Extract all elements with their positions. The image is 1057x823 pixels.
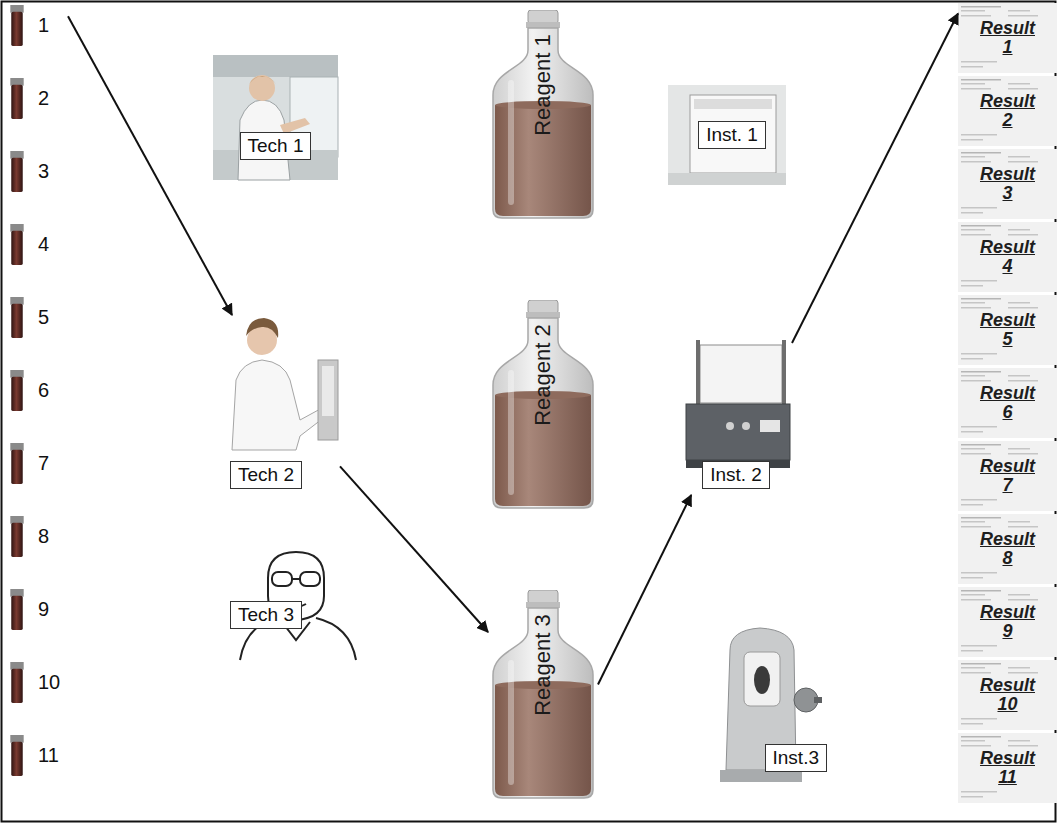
result-document: Result 3: [958, 149, 1057, 219]
result-document: Result 5: [958, 295, 1057, 365]
result-label: Result 7: [971, 457, 1045, 495]
sample-number: 6: [38, 380, 49, 400]
technician: Tech 1: [213, 55, 338, 180]
result-label: Result 1: [971, 19, 1045, 57]
result-document: Result 1: [958, 3, 1057, 73]
instrument: Inst. 1: [668, 85, 786, 185]
box-label: Inst.3: [765, 744, 827, 772]
sample-tube: 6: [8, 368, 68, 412]
sample-number: 7: [38, 453, 49, 473]
sample-number: 3: [38, 161, 49, 181]
result-document: Result 10: [958, 660, 1057, 730]
sample-tube: 2: [8, 76, 68, 120]
instrument: Inst.3: [718, 615, 827, 790]
sample-number: 9: [38, 599, 49, 619]
sample-number: 11: [38, 745, 59, 765]
reagent-bottle: Reagent 3: [488, 590, 598, 800]
reagent-bottle: Reagent 1: [488, 10, 598, 220]
result-label: Result 5: [971, 311, 1045, 349]
reagent-label: Reagent 2: [531, 324, 555, 426]
result-document: Result 4: [958, 222, 1057, 292]
sample-tube: 8: [8, 514, 68, 558]
instrument: Inst. 2: [680, 335, 792, 495]
sample-tube: 7: [8, 441, 68, 485]
sample-tube: 10: [8, 660, 68, 704]
result-label: Result 9: [971, 603, 1045, 641]
box-label: Tech 2: [230, 461, 302, 489]
sample-number: 1: [38, 15, 49, 35]
sample-tube: 9: [8, 587, 68, 631]
sample-tube: 1: [8, 3, 68, 47]
result-document: Result 11: [958, 733, 1057, 803]
sample-tube: 5: [8, 295, 68, 339]
result-document: Result 8: [958, 514, 1057, 584]
reagent-label: Reagent 1: [531, 34, 555, 136]
sample-tube: 4: [8, 222, 68, 266]
result-label: Result 11: [971, 749, 1045, 787]
sample-tube: 3: [8, 149, 68, 193]
reagent-label: Reagent 3: [531, 614, 555, 716]
flow-arrow: [792, 14, 958, 344]
box-label: Tech 1: [240, 132, 312, 160]
sample-number: 4: [38, 234, 49, 254]
sample-number: 8: [38, 526, 49, 546]
result-label: Result 4: [971, 238, 1045, 276]
result-label: Result 3: [971, 165, 1045, 203]
result-label: Result 10: [971, 676, 1045, 714]
reagent-bottle: Reagent 2: [488, 300, 598, 510]
sample-number: 2: [38, 88, 49, 108]
result-document: Result 6: [958, 368, 1057, 438]
box-label: Inst. 2: [702, 461, 770, 489]
sample-number: 10: [38, 672, 60, 692]
flow-arrow: [598, 495, 691, 685]
box-label: Tech 3: [230, 601, 302, 629]
technician: Tech 2: [220, 315, 340, 493]
flow-arrow: [68, 16, 232, 315]
flow-arrow: [340, 466, 488, 632]
result-document: Result 2: [958, 76, 1057, 146]
result-label: Result 2: [971, 92, 1045, 130]
result-label: Result 8: [971, 530, 1045, 568]
sample-number: 5: [38, 307, 49, 327]
result-document: Result 7: [958, 441, 1057, 511]
result-label: Result 6: [971, 384, 1045, 422]
technician: Tech 3: [228, 545, 362, 665]
result-document: Result 9: [958, 587, 1057, 657]
box-label: Inst. 1: [698, 121, 766, 149]
sample-tube: 11: [8, 733, 68, 777]
